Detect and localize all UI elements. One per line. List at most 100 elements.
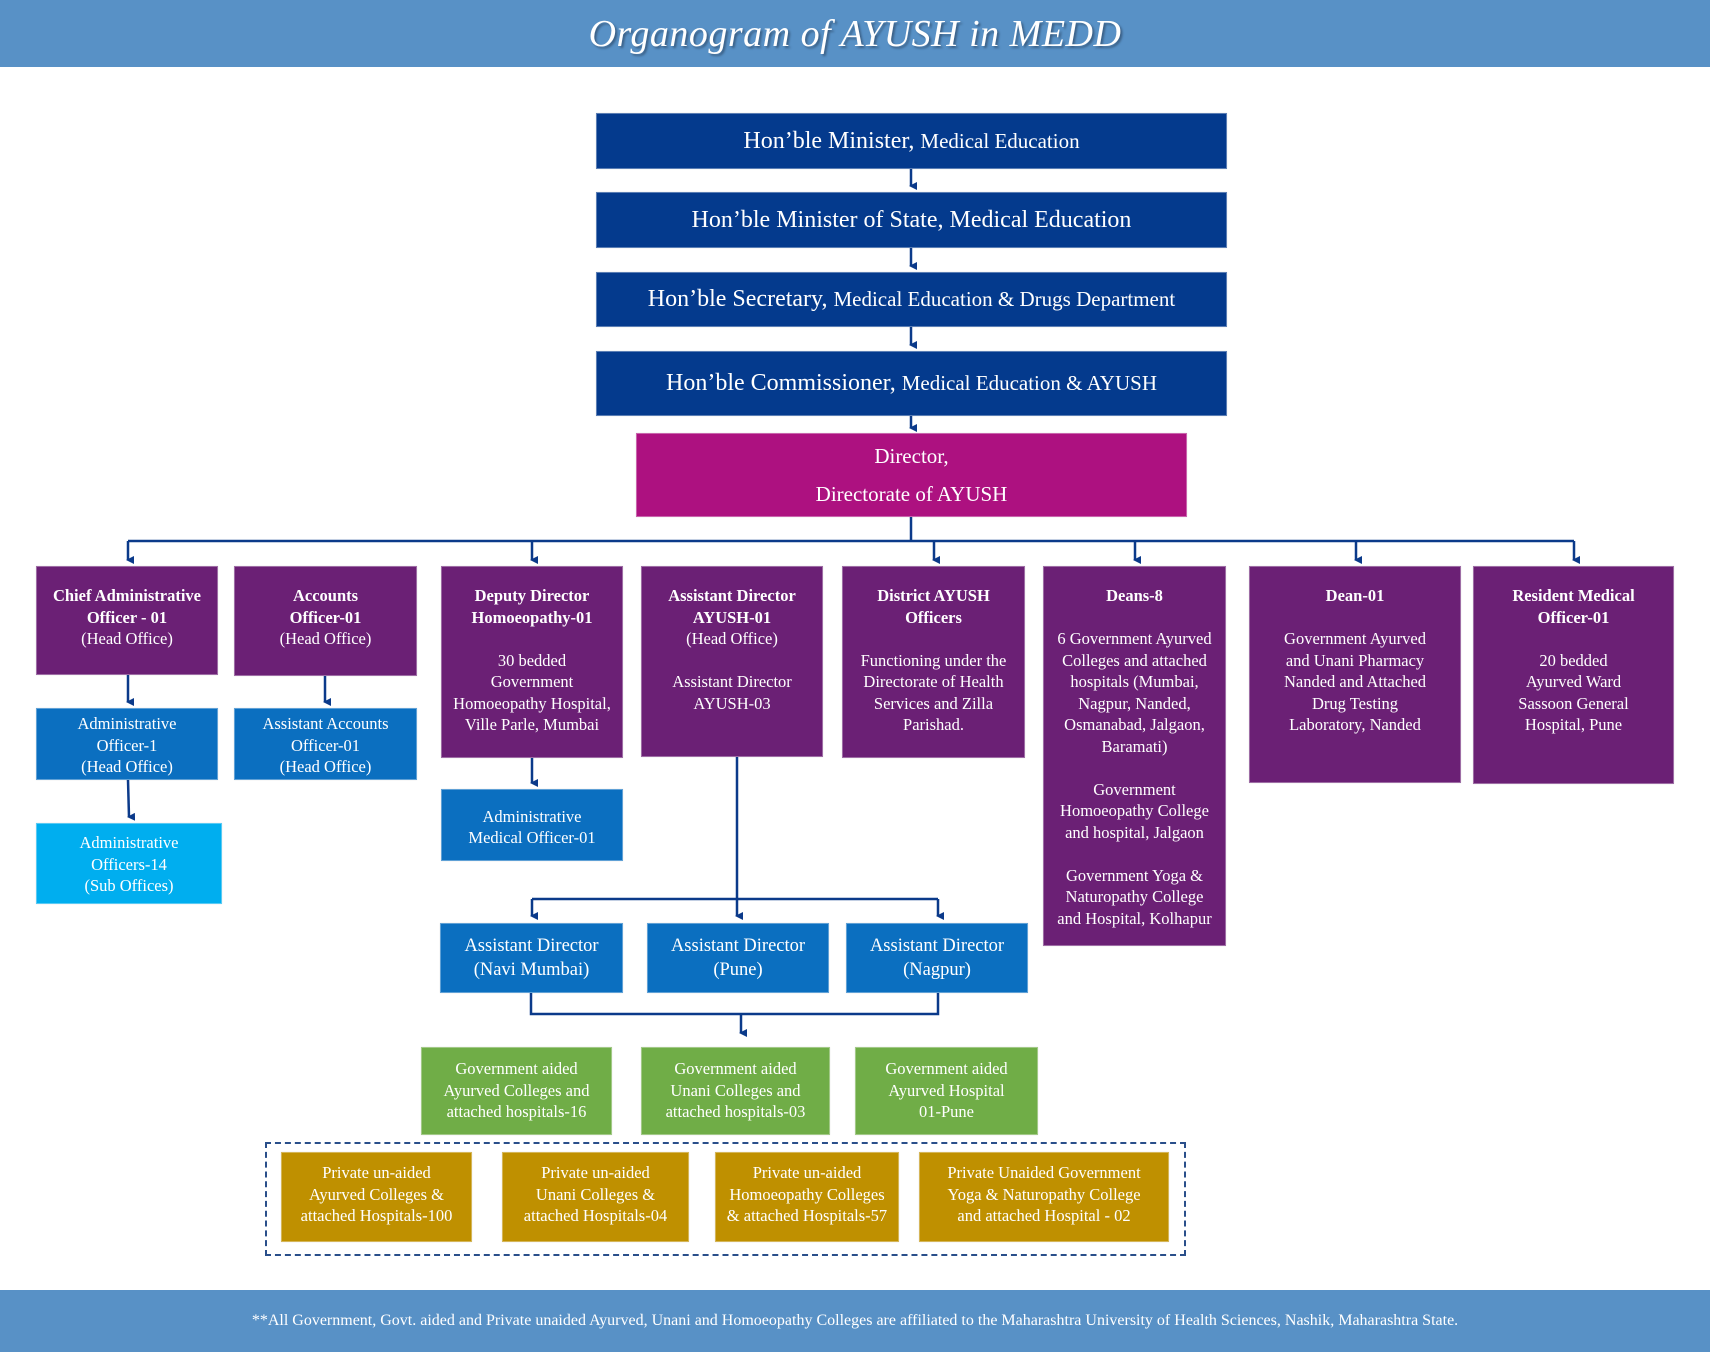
minister-dept: Medical Education — [920, 128, 1080, 153]
box-body-line: Government Ayurved — [1284, 629, 1426, 648]
page-title: Organogram of AYUSH in MEDD — [588, 12, 1122, 55]
box-title-line: Assistant Director — [668, 586, 796, 605]
director-directorate: Directorate of AYUSH — [815, 482, 1008, 506]
minister-box: Hon’ble Minister, Medical Education — [596, 113, 1227, 169]
box-text-line: Private un-aided — [322, 1163, 431, 1182]
box-text-line: Officer-1 — [96, 735, 158, 755]
box-text-line: Officers-14 — [91, 854, 167, 874]
commissioner-box: Hon’ble Commissioner, Medical Education … — [596, 351, 1227, 416]
box-text-line: Administrative — [482, 806, 582, 826]
box-text-line: Private un-aided — [541, 1163, 650, 1182]
box-text-line: (Sub Offices) — [84, 876, 174, 895]
box-text-line: Ayurved Colleges and — [443, 1080, 590, 1100]
minister-of-state-box: Hon’ble Minister of State, Medical Educa… — [596, 192, 1227, 248]
box-body-line: Government — [1093, 779, 1176, 799]
box-body-line: Nanded and Attached — [1283, 672, 1427, 691]
box-body-line: Laboratory, Nanded — [1289, 715, 1421, 734]
box-body-line: Government Yoga & — [1065, 865, 1204, 885]
box-text-line: Officer-01 — [291, 735, 360, 755]
commissioner-dept: Medical Education & AYUSH — [901, 371, 1157, 396]
box-body-line: Functioning under the — [860, 650, 1007, 670]
box-title-line: Homoeopathy-01 — [471, 607, 593, 627]
box-body-line: Osmanabad, Jalgaon, — [1064, 715, 1205, 734]
box-body-line: Ayurved Ward — [1525, 672, 1622, 691]
ad-pune-box: Assistant Director (Pune) — [647, 923, 829, 993]
secretary-box: Hon’ble Secretary, Medical Education & D… — [596, 272, 1227, 327]
box-title-line: Officer-01 — [1537, 607, 1610, 627]
box-text-line: Assistant Accounts — [262, 714, 389, 733]
box-text-line: Administrative — [79, 833, 179, 852]
box-text-line: Private un-aided — [752, 1163, 862, 1182]
footer-note: **All Government, Govt. aided and Privat… — [251, 1312, 1459, 1329]
box-body-line: Assistant Director — [672, 672, 792, 691]
arrow-ao1-to-ao14 — [126, 779, 136, 821]
title-banner: Organogram of AYUSH in MEDD — [0, 0, 1710, 67]
box-text-line: Ayurved Hospital — [888, 1080, 1005, 1100]
box-body-line: Directorate of Health — [863, 672, 1004, 691]
footer-banner: **All Government, Govt. aided and Privat… — [0, 1290, 1710, 1352]
box-body-line: and Hospital, Kolhapur — [1057, 908, 1212, 928]
box-body-line: Baramati) — [1101, 736, 1168, 756]
box-body-line: 30 bedded — [497, 650, 567, 670]
box-body-line: Nagpur, Nanded, — [1078, 693, 1191, 713]
box-text-line: Assistant Director — [464, 936, 599, 956]
box-text-line: Unani Colleges & — [535, 1184, 656, 1204]
box-body-line: Colleges and attached — [1062, 650, 1207, 670]
box-body-line: Ville Parle, Mumbai — [464, 715, 600, 734]
box-text-line: Assistant Director — [670, 936, 806, 956]
box-title-line: Deputy Director — [474, 586, 590, 605]
secretary-title: Hon’ble Secretary, — [647, 286, 834, 313]
box-text-line: Yoga & Naturopathy College — [947, 1184, 1141, 1204]
box-text-line: attached Hospitals-04 — [523, 1206, 668, 1225]
box-text-line: Administrative — [77, 714, 177, 733]
box-text-line: Unani Colleges and — [670, 1080, 801, 1100]
box-body-line: (Head Office) — [279, 629, 372, 648]
box-text-line: and attached Hospital - 02 — [957, 1206, 1131, 1225]
box-text-line: Government aided — [455, 1059, 578, 1078]
box-text-line: (Navi Mumbai) — [473, 960, 590, 980]
box-text-line: (Pune) — [713, 960, 763, 980]
commissioner-title: Hon’ble Commissioner, — [666, 370, 902, 397]
box-body-line: Drug Testing — [1311, 693, 1399, 713]
box-body-line: Naturopathy College — [1065, 887, 1204, 906]
box-title-line: Accounts — [292, 586, 359, 605]
box-title-line: Deans-8 — [1106, 586, 1163, 605]
box-text-line: Medical Officer-01 — [468, 828, 596, 847]
private-unaided-group — [265, 1142, 1186, 1256]
box-body-line: (Head Office) — [686, 629, 778, 648]
box-text-line: & attached Hospitals-57 — [726, 1206, 888, 1225]
box-title-line: Officer-01 — [289, 607, 362, 627]
box-title-line: Dean-01 — [1325, 586, 1385, 605]
box-body-line: AYUSH-03 — [693, 693, 771, 713]
box-title-line: Officer - 01 — [86, 607, 168, 627]
box-text-line: Private Unaided Government — [947, 1163, 1141, 1182]
box-body-line: (Head Office) — [81, 629, 173, 648]
box-body-line: hospitals (Mumbai, — [1070, 672, 1199, 691]
box-title-line: Resident Medical — [1512, 586, 1635, 605]
box-body-line: Sassoon General — [1518, 693, 1629, 713]
box-body-line: Services and Zilla — [873, 693, 994, 713]
box-text-line: (Head Office) — [279, 757, 372, 776]
box-text-line: Assistant Director — [869, 936, 1005, 956]
box-text-line: 01-Pune — [919, 1102, 974, 1121]
box-body-line: and hospital, Jalgaon — [1065, 822, 1204, 842]
ad-navi-mumbai-box: Assistant Director (Navi Mumbai) — [440, 923, 623, 993]
box-body-line: Homoeopathy College — [1060, 801, 1209, 820]
box-title-line: AYUSH-01 — [692, 607, 772, 627]
box-text-line: (Nagpur) — [903, 960, 971, 980]
ad-nagpur-box: Assistant Director (Nagpur) — [846, 923, 1028, 993]
box-text-line: attached hospitals-16 — [446, 1102, 587, 1121]
